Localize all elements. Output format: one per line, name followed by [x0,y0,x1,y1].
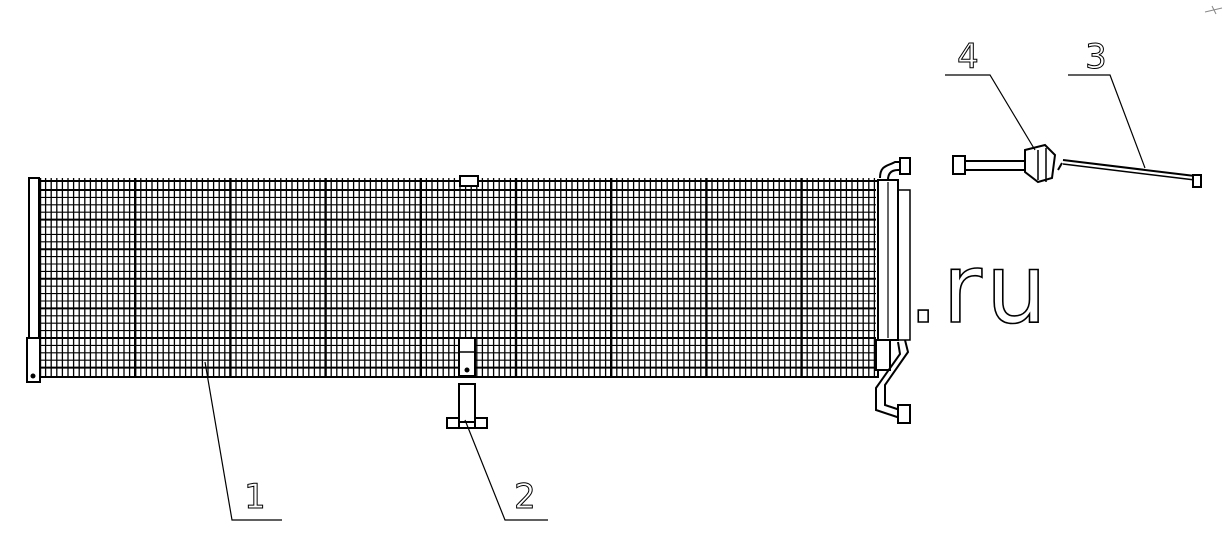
top-center-tab [459,175,479,187]
callout-1: 1 [244,477,266,517]
right-mount-tab [875,339,891,371]
condenser-fins [38,178,876,377]
center-bracket-on-core [458,337,476,377]
inlet-pipe [879,161,905,179]
outlet-fitting [897,404,911,424]
condenser-core [26,157,911,424]
callout-2: 2 [514,477,536,517]
bolt-clamp-part-4 [952,143,1057,184]
receiver-drier [897,189,911,341]
watermark-text: .ru [908,233,1051,345]
rod-part-3 [1057,159,1202,188]
leader-lines [204,74,1146,521]
callout-3: 3 [1085,37,1107,77]
condenser-tubes [40,189,876,369]
inlet-fitting [899,157,911,175]
outlet-pipe [884,339,910,411]
left-mount-tab [26,337,41,383]
corner-mark [1204,5,1223,15]
callout-4: 4 [957,37,979,77]
left-mount-hole [30,373,36,379]
left-side-plate [28,177,40,339]
bracket-part-2 [446,383,488,429]
